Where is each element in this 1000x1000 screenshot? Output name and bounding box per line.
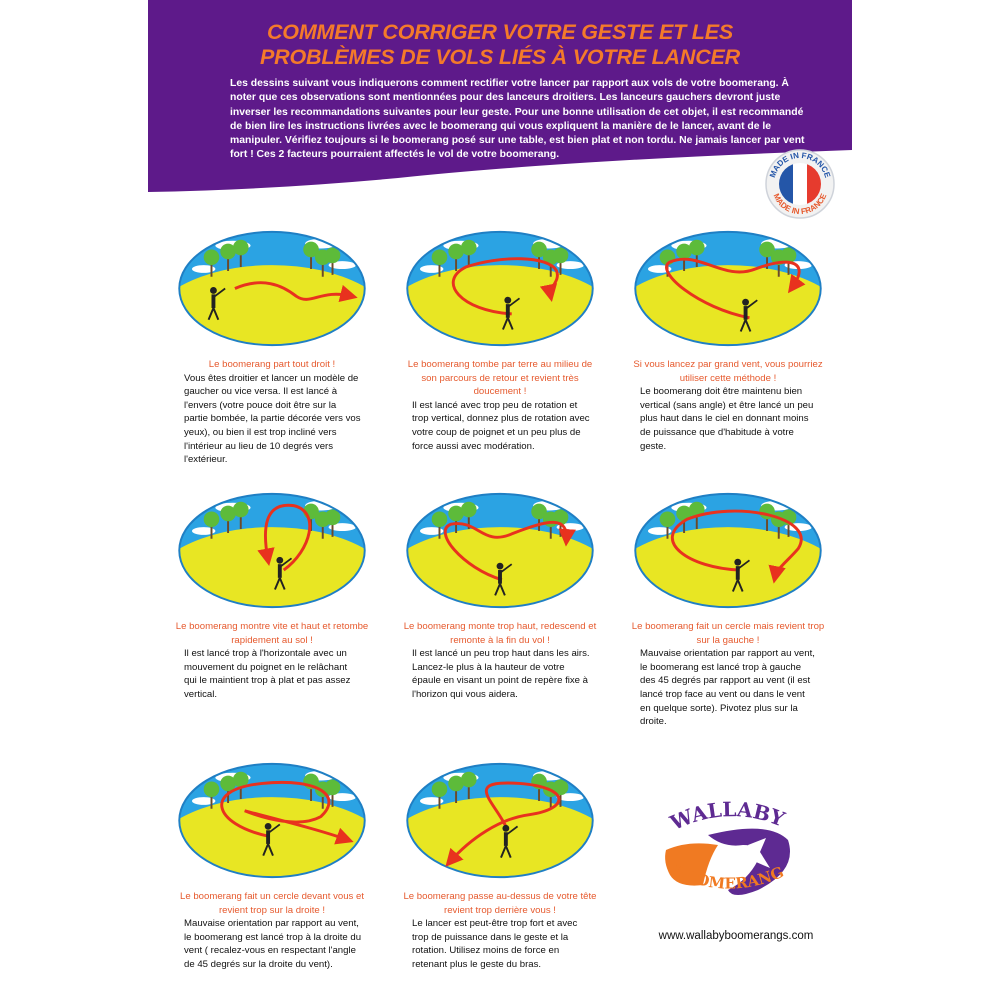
flight-path: [234, 281, 358, 303]
thrower-figure: [274, 556, 293, 590]
panel-description: Vous êtes droitier et lancer un modèle d…: [184, 372, 361, 466]
panel-5: Le boomerang monte trop haut, redescend …: [400, 490, 600, 702]
panel-title: Le boomerang tombe par terre au milieu d…: [407, 359, 593, 398]
flight-path: [443, 520, 577, 582]
flight-illustration: [406, 762, 594, 879]
title-line-2: PROBLÈMES DE VOLS LIÉS À VOTRE LANCER: [260, 45, 740, 69]
flight-path: [451, 257, 559, 316]
panel-description: Il est lancé trop à l'horizontale avec u…: [184, 648, 351, 700]
flight-illustration: [406, 492, 594, 609]
panel-2: Le boomerang tombe par terre au milieu d…: [400, 228, 600, 453]
wallaby-boomerang-logo: WALLABY BOOMERANG: [665, 797, 790, 895]
panel-title: Si vous lancez par grand vent, vous pour…: [633, 359, 823, 384]
thrower-figure: [494, 562, 513, 596]
thrower-figure: [262, 822, 281, 857]
panel-8: Le boomerang passe au-dessus de votre tê…: [400, 760, 600, 972]
panel-description: Le boomerang doit être maintenu bien ver…: [640, 386, 814, 452]
panel-title: Le boomerang part tout droit !: [208, 359, 336, 370]
panel-description: Il est lancé un peu trop haut dans les a…: [412, 648, 590, 700]
flight-path: [257, 503, 312, 572]
flight-illustration: [634, 230, 822, 347]
page-title: COMMENT CORRIGER VOTRE GESTE ET LES PROB…: [148, 20, 852, 70]
flight-illustration: [406, 230, 594, 347]
panel-7: Le boomerang fait un cercle devant vous …: [172, 760, 372, 972]
flight-path: [665, 257, 806, 320]
panel-title: Le boomerang montre vite et haut et reto…: [175, 621, 369, 646]
panel-3: Si vous lancez par grand vent, vous pour…: [628, 228, 828, 453]
title-line-1: COMMENT CORRIGER VOTRE GESTE ET LES: [266, 20, 734, 44]
flight-illustration: [634, 492, 822, 609]
thrower-figure: [207, 287, 226, 321]
thrower-figure: [739, 298, 758, 332]
panel-6: Le boomerang fait un cercle mais revient…: [628, 490, 828, 729]
thrower-figure: [502, 296, 521, 330]
made-in-france-badge: MADE IN FRANCE MADE IN FRANCE: [765, 149, 835, 219]
panel-4: Le boomerang montre vite et haut et reto…: [172, 490, 372, 702]
thrower-figure: [500, 824, 519, 858]
flight-illustration: [178, 762, 366, 879]
header-background: [148, 0, 852, 192]
panel-1: Le boomerang part tout droit ! Vous êtes…: [172, 228, 372, 467]
panel-title: Le boomerang fait un cercle devant vous …: [180, 891, 364, 916]
intro-text: Les dessins suivant vous indiquerons com…: [230, 78, 805, 161]
panel-description: Mauvaise orientation par rapport au vent…: [184, 918, 362, 970]
panel-title: Le boomerang fait un cercle mais revient…: [631, 621, 825, 646]
panel-description: Mauvaise orientation par rapport au vent…: [640, 648, 815, 728]
flight-illustration: [178, 492, 366, 609]
flight-path: [220, 780, 354, 845]
poster: COMMENT CORRIGER VOTRE GESTE ET LES PROB…: [148, 0, 852, 1000]
panel-title: Le boomerang monte trop haut, redescend …: [403, 621, 597, 646]
flight-path: [671, 509, 803, 584]
panel-description: Il est lancé avec trop peu de rotation e…: [412, 399, 590, 452]
panel-description: Le lancer est peut-être trop fort et ave…: [412, 918, 578, 970]
flight-illustration: [178, 230, 366, 347]
flight-path: [445, 781, 561, 867]
panel-title: Le boomerang passe au-dessus de votre tê…: [403, 891, 597, 916]
website-link[interactable]: www.wallabyboomerangs.com: [658, 930, 814, 942]
thrower-figure: [731, 558, 750, 592]
svg-text:WALLABY: WALLABY: [666, 797, 789, 835]
